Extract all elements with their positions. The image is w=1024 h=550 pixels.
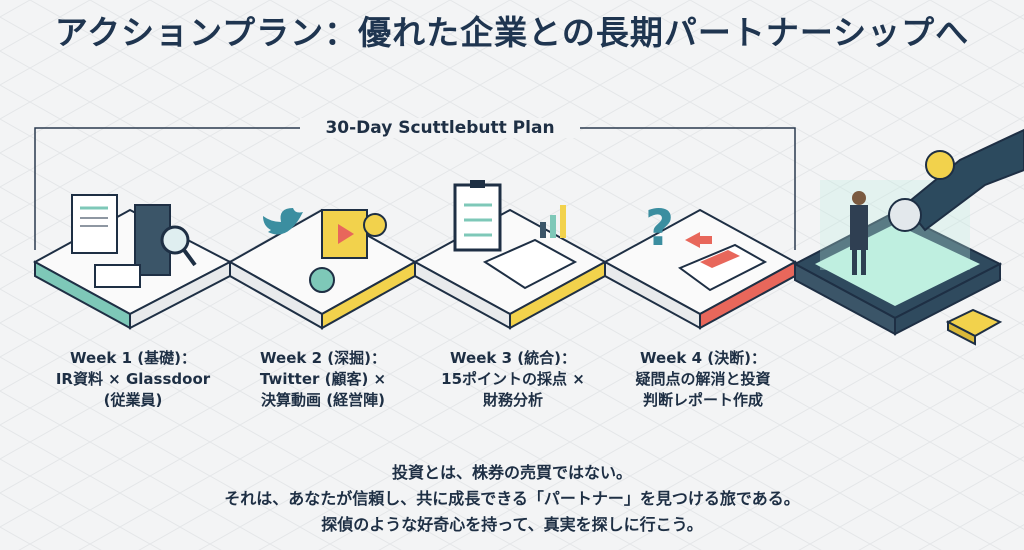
week-2-label: Week 2 (深掘)： Twitter (顧客) × 決算動画 (経営陣) — [228, 348, 418, 411]
week-heading: Week 3 (統合)： — [450, 349, 576, 367]
platform-week-2 — [227, 208, 418, 330]
week-line: 決算動画 (経営陣) — [261, 391, 385, 409]
week-heading: Week 1 (基礎)： — [70, 349, 196, 367]
bird-video-gear-icon — [263, 208, 387, 293]
week-1-label: Week 1 (基礎)： IR資料 × Glassdoor (従業員) — [38, 348, 228, 411]
plan-label: 30-Day Scuttlebutt Plan — [300, 118, 580, 138]
week-line: 疑問点の解消と投資 — [635, 370, 771, 388]
checklist-calculator-chart-icon — [453, 180, 578, 290]
week-line: Twitter (顧客) × — [259, 370, 387, 388]
question-report-icon: ? — [645, 199, 768, 292]
svg-text:?: ? — [645, 199, 674, 257]
quote-line: それは、あなたが信頼し、共に成長できる「パートナー」を見つける旅である。 — [224, 489, 800, 508]
documents-building-magnifier-icon — [71, 194, 197, 288]
page-title: アクションプラン：優れた企業との長期パートナーシップへ — [54, 13, 970, 52]
week-line: 15ポイントの採点 × — [441, 370, 585, 388]
week-line: (従業員) — [103, 391, 163, 409]
week-heading: Week 4 (決断)： — [640, 349, 766, 367]
week-3-label: Week 3 (統合)： 15ポイントの採点 × 財務分析 — [418, 348, 608, 411]
yellow-block-icon — [945, 308, 1003, 346]
handshake-robot-icon — [850, 128, 1024, 275]
week-heading: Week 2 (深掘)： — [260, 349, 386, 367]
week-line: 財務分析 — [482, 391, 543, 409]
week-line: IR資料 × Glassdoor — [55, 370, 211, 388]
week-4-label: Week 4 (決断)： 疑問点の解消と投資 判断レポート作成 — [608, 348, 798, 411]
quote-line: 投資とは、株券の売買ではない。 — [391, 463, 632, 482]
week-line: 判断レポート作成 — [642, 391, 763, 409]
closing-quote: 投資とは、株券の売買ではない。 それは、あなたが信頼し、共に成長できる「パートナ… — [0, 460, 1024, 538]
quote-line: 探偵のような好奇心を持って、真実を探しに行こう。 — [321, 515, 703, 534]
